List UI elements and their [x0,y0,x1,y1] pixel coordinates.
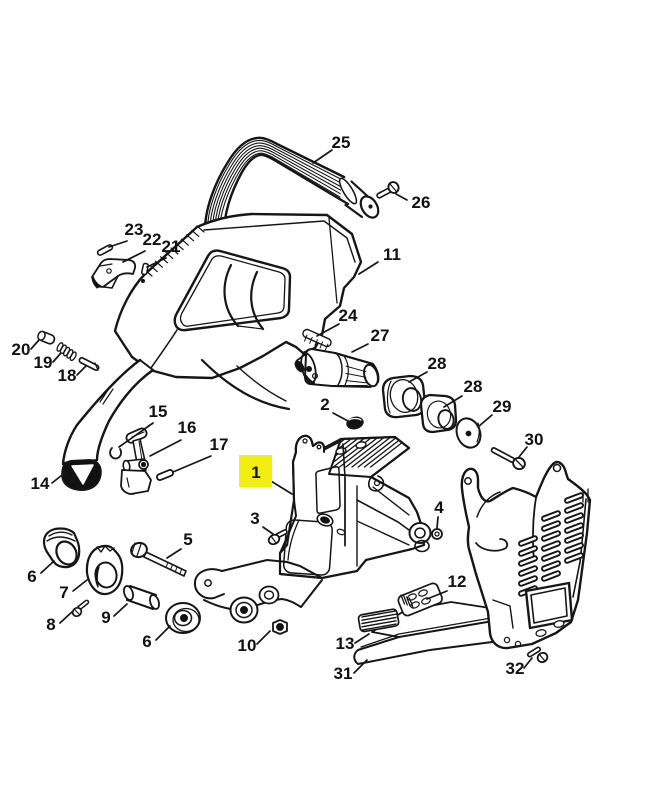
svg-text:26: 26 [412,193,431,212]
svg-text:15: 15 [149,402,168,421]
svg-text:28: 28 [464,377,483,396]
svg-text:23: 23 [125,220,144,239]
svg-text:24: 24 [339,306,358,325]
svg-text:3: 3 [250,509,259,528]
svg-text:4: 4 [434,498,444,517]
svg-text:5: 5 [183,530,192,549]
svg-text:1: 1 [251,463,260,482]
svg-text:32: 32 [506,659,525,678]
svg-text:16: 16 [178,418,197,437]
svg-text:25: 25 [332,133,351,152]
svg-text:10: 10 [238,636,257,655]
svg-text:20: 20 [12,340,31,359]
svg-text:14: 14 [31,474,50,493]
svg-text:19: 19 [34,353,53,372]
svg-text:31: 31 [334,664,353,683]
svg-text:7: 7 [59,583,68,602]
svg-text:11: 11 [383,245,401,264]
svg-text:13: 13 [336,634,355,653]
svg-text:18: 18 [58,366,77,385]
svg-text:6: 6 [142,632,151,651]
svg-text:6: 6 [27,567,36,586]
svg-text:12: 12 [448,572,467,591]
svg-text:2: 2 [320,395,329,414]
svg-text:27: 27 [371,326,390,345]
svg-text:21: 21 [162,237,181,256]
svg-text:29: 29 [493,397,512,416]
svg-text:30: 30 [525,430,544,449]
svg-text:28: 28 [428,354,447,373]
svg-text:22: 22 [143,230,162,249]
svg-text:8: 8 [46,615,55,634]
svg-text:17: 17 [210,435,229,454]
svg-text:9: 9 [101,608,110,627]
